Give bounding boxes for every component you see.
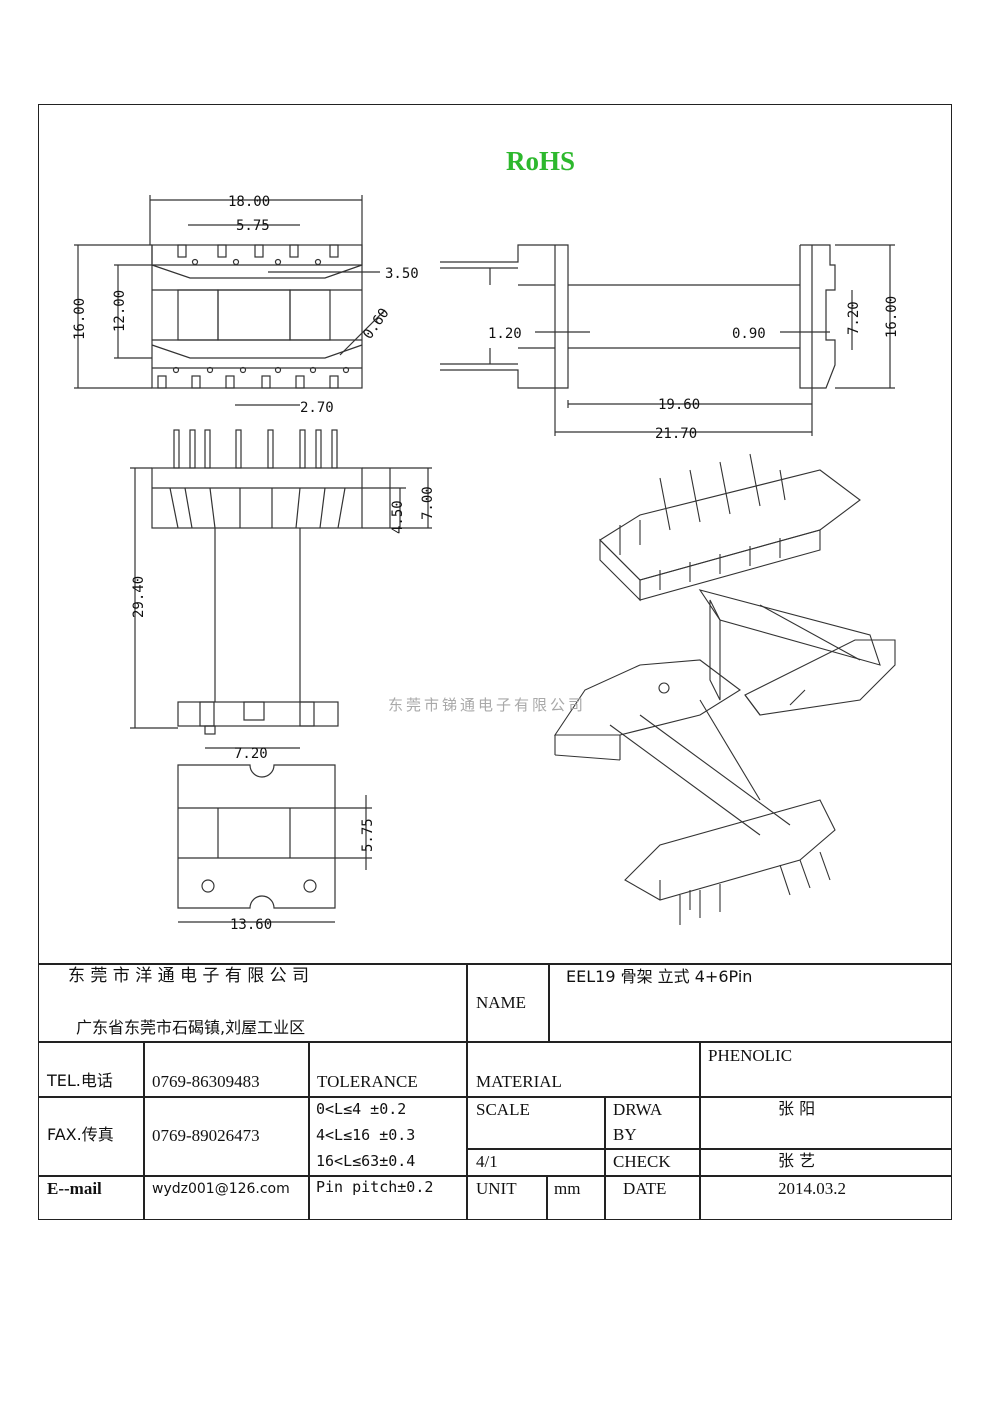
technical-drawing: 18.00 5.75 3.50 0.60 16.00 12.00 2.70 1.… [72, 194, 900, 933]
dim-060: 0.60 [360, 305, 392, 342]
dim-350: 3.50 [385, 266, 419, 282]
material-value: PHENOLIC [708, 1046, 793, 1065]
dim-720-bottom: 7.20 [234, 746, 268, 762]
scale-value: 4/1 [476, 1152, 498, 1171]
tolerance-label: TOLERANCE [317, 1072, 418, 1091]
watermark: 东莞市锑通电子有限公司 [388, 696, 587, 714]
fax-label: FAX.传真 [47, 1125, 114, 1144]
dim-18: 18.00 [228, 194, 270, 210]
email-label: E--mail [47, 1179, 102, 1198]
scale-label: SCALE [476, 1100, 530, 1119]
dim-1200: 12.00 [112, 290, 128, 332]
company-address: 广东省东莞市石碣镇,刘屋工业区 [76, 1018, 306, 1037]
check-value: 张 艺 [778, 1151, 816, 1170]
dim-1600-right: 16.00 [884, 296, 900, 338]
drawn-by-label-2: BY [613, 1125, 637, 1144]
dim-450: 4.50 [390, 500, 406, 534]
unit-value: mm [554, 1179, 581, 1198]
name-label: NAME [476, 993, 527, 1012]
dim-575-bottom: 5.75 [360, 818, 376, 852]
unit-label: UNIT [476, 1179, 517, 1198]
dim-2170: 21.70 [655, 426, 697, 442]
dim-270: 2.70 [300, 400, 334, 416]
drawing-frame [38, 104, 952, 1220]
top-view [74, 195, 386, 406]
tel-label: TEL.电话 [47, 1071, 113, 1090]
fax-value: 0769-89026473 [152, 1126, 260, 1145]
name-value: EEL19 骨架 立式 4+6Pin [566, 967, 753, 986]
company-name: 东 莞 市 洋 通 电 子 有 限 公 司 [68, 966, 310, 986]
tolerance-range-3: 16<L≤63±0.4 [316, 1152, 416, 1170]
email-value: wydz001@126.com [152, 1181, 290, 1197]
dim-1600-left: 16.00 [72, 298, 88, 340]
dim-1360: 13.60 [230, 917, 272, 933]
dim-120: 1.20 [488, 326, 522, 342]
tolerance-range-2: 4<L≤16 ±0.3 [316, 1126, 416, 1144]
material-label: MATERIAL [476, 1072, 562, 1091]
rohs-mark: RoHS [506, 146, 576, 176]
tel-value: 0769-86309483 [152, 1072, 260, 1091]
title-block: 东 莞 市 洋 通 电 子 有 限 公 司 广东省东莞市石碣镇,刘屋工业区 NA… [38, 963, 952, 1220]
date-value: 2014.03.2 [778, 1179, 846, 1198]
drawn-by-label-1: DRWA [613, 1100, 663, 1119]
bottom-view [177, 764, 372, 923]
isometric-view-upper [599, 453, 896, 716]
isometric-view-lower [553, 659, 836, 925]
side-view [440, 244, 895, 436]
dim-720-side: 7.20 [846, 301, 862, 335]
dim-575-top: 5.75 [236, 218, 270, 234]
check-label: CHECK [613, 1152, 671, 1171]
tolerance-pin-pitch: Pin pitch±0.2 [316, 1178, 434, 1196]
dim-090: 0.90 [732, 326, 766, 342]
front-view [130, 429, 432, 749]
dim-1960: 19.60 [658, 397, 700, 413]
tolerance-range-1: 0<L≤4 ±0.2 [316, 1100, 407, 1118]
date-label: DATE [623, 1179, 667, 1198]
dim-700: 7.00 [420, 486, 436, 520]
dim-2940: 29.40 [131, 576, 147, 618]
drawn-by-value: 张 阳 [778, 1099, 816, 1118]
